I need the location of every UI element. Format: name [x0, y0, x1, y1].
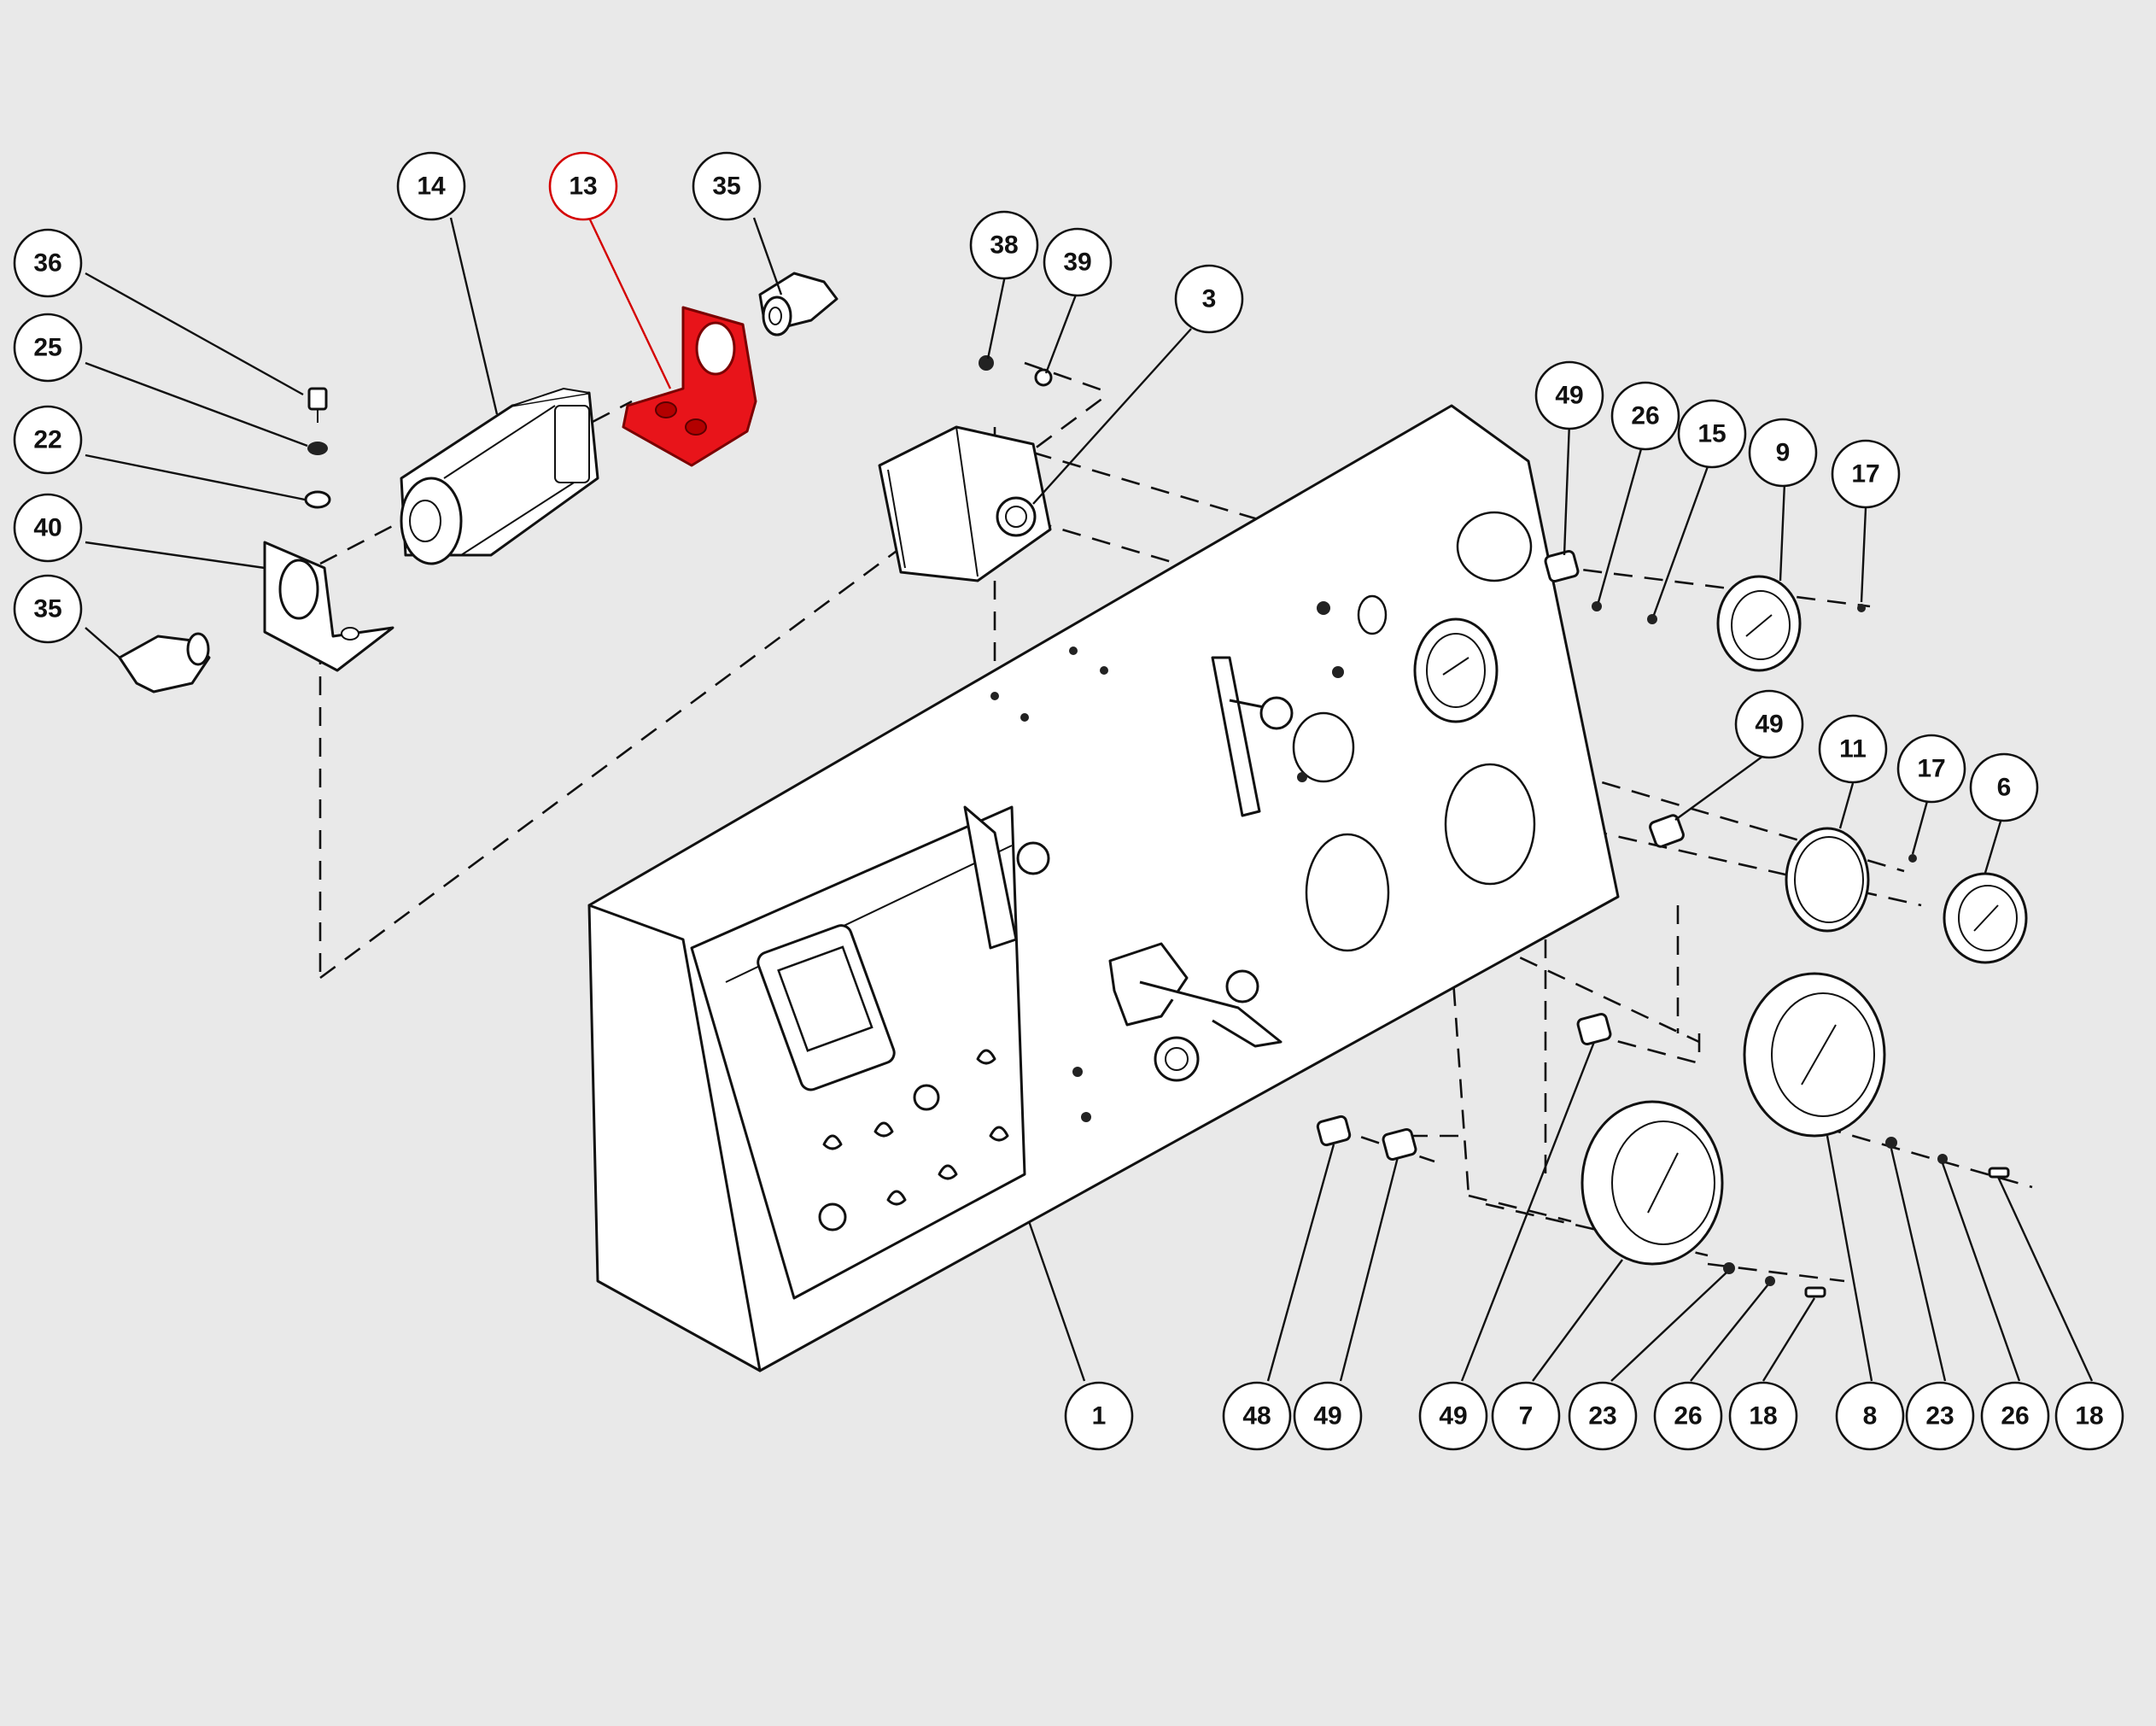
- screw-18-right: [1988, 1167, 2010, 1179]
- callouts: 36 25 22 40 35 14 13 35 38 39 3: [13, 151, 2124, 1451]
- bezel-ring-11: [1785, 827, 1870, 933]
- gauge-7: [1580, 1100, 1724, 1266]
- callout-label: 40: [33, 514, 61, 542]
- callout-40[interactable]: 40: [13, 493, 83, 563]
- callout-label: 7: [1519, 1402, 1534, 1431]
- callout-39[interactable]: 39: [1043, 227, 1113, 297]
- callout-label: 8: [1863, 1402, 1878, 1431]
- callout-26-a[interactable]: 26: [1610, 381, 1680, 451]
- callout-label: 26: [1631, 402, 1659, 430]
- callout-26-b[interactable]: 26: [1653, 1381, 1723, 1451]
- gauge-6: [1943, 872, 2028, 964]
- callout-label: 26: [2001, 1402, 2029, 1431]
- callout-38[interactable]: 38: [969, 210, 1039, 280]
- washer-26-left: [1765, 1276, 1775, 1286]
- gauge-8: [1743, 972, 1886, 1138]
- bracket-40: [263, 541, 394, 672]
- washer-22: [304, 490, 331, 509]
- washer-26-right: [1937, 1154, 1948, 1164]
- callout-label: 49: [1439, 1402, 1467, 1431]
- callout-label: 3: [1202, 285, 1217, 313]
- callout-label: 49: [1555, 382, 1583, 410]
- callout-49-b[interactable]: 49: [1734, 689, 1804, 759]
- screw-36: [307, 387, 328, 423]
- callout-23-a[interactable]: 23: [1568, 1381, 1638, 1451]
- callout-6[interactable]: 6: [1969, 752, 2039, 822]
- callout-label: 13: [569, 173, 597, 201]
- callout-label: 49: [1313, 1402, 1341, 1431]
- callout-label: 1: [1092, 1402, 1107, 1431]
- nut-23-right: [1885, 1137, 1897, 1149]
- lock-washer-25: [307, 442, 328, 455]
- callout-26-c[interactable]: 26: [1980, 1381, 2050, 1451]
- bracket-13: [622, 306, 757, 467]
- nut-26-top: [1592, 601, 1602, 611]
- callout-label: 48: [1242, 1402, 1271, 1431]
- screw-18-left: [1804, 1286, 1826, 1298]
- nut-23-left: [1723, 1262, 1735, 1274]
- leader-lines: [85, 217, 2094, 1382]
- callout-22[interactable]: 22: [13, 405, 83, 475]
- screw-38: [979, 355, 994, 371]
- control-panel-1: [587, 404, 1620, 1372]
- callout-18-a[interactable]: 18: [1728, 1381, 1798, 1451]
- callout-label: 17: [1917, 755, 1945, 783]
- adapter-49-bottom: [1382, 1127, 1417, 1161]
- switch-box-3: [878, 425, 1052, 582]
- callout-7[interactable]: 7: [1491, 1381, 1561, 1451]
- callout-label: 26: [1674, 1402, 1702, 1431]
- elbow-fitting-35-top: [758, 272, 838, 336]
- callout-label: 17: [1851, 460, 1879, 489]
- callout-label: 6: [1997, 774, 2012, 802]
- callout-23-b[interactable]: 23: [1905, 1381, 1975, 1451]
- callout-48[interactable]: 48: [1222, 1381, 1292, 1451]
- callout-label: 9: [1776, 439, 1791, 467]
- callout-label: 11: [1839, 735, 1867, 764]
- washer-39: [1034, 368, 1053, 387]
- callout-14[interactable]: 14: [396, 151, 466, 221]
- motor-14: [400, 387, 599, 565]
- adapter-49-mid: [1649, 814, 1685, 848]
- callout-label: 18: [1749, 1402, 1777, 1431]
- callout-17-a[interactable]: 17: [1831, 439, 1901, 509]
- callout-15[interactable]: 15: [1677, 399, 1747, 469]
- callout-9[interactable]: 9: [1748, 418, 1818, 488]
- callout-8[interactable]: 8: [1835, 1381, 1905, 1451]
- callout-36[interactable]: 36: [13, 228, 83, 298]
- fitting-48: [1316, 1115, 1352, 1147]
- callout-11[interactable]: 11: [1818, 714, 1888, 784]
- callout-35-top[interactable]: 35: [692, 151, 762, 221]
- callout-label: 36: [33, 249, 61, 278]
- callout-label: 15: [1697, 420, 1726, 448]
- callout-label: 22: [33, 426, 61, 454]
- callout-1[interactable]: 1: [1064, 1381, 1134, 1451]
- callout-label: 25: [33, 334, 61, 362]
- callout-label: 14: [417, 173, 446, 201]
- elbow-fitting-35-left: [118, 632, 211, 693]
- adapter-49-top: [1544, 549, 1580, 583]
- callout-3[interactable]: 3: [1174, 264, 1244, 334]
- screw-17-top: [1857, 604, 1866, 612]
- callout-49-d[interactable]: 49: [1418, 1381, 1488, 1451]
- callout-18-b[interactable]: 18: [2054, 1381, 2124, 1451]
- callout-label: 23: [1925, 1402, 1954, 1431]
- screw-17-mid: [1908, 854, 1917, 863]
- callout-label: 49: [1755, 711, 1783, 739]
- callout-label: 23: [1588, 1402, 1616, 1431]
- callout-label: 39: [1063, 249, 1091, 277]
- callout-49-c[interactable]: 49: [1293, 1381, 1363, 1451]
- callout-17-b[interactable]: 17: [1896, 734, 1966, 804]
- callout-label: 35: [33, 595, 61, 623]
- callout-35-left[interactable]: 35: [13, 574, 83, 644]
- callout-49-a[interactable]: 49: [1534, 360, 1604, 430]
- callout-25[interactable]: 25: [13, 313, 83, 383]
- callout-13[interactable]: 13: [548, 151, 618, 221]
- gauge-9: [1716, 575, 1802, 672]
- screw-15: [1647, 614, 1657, 624]
- callout-label: 38: [990, 231, 1018, 260]
- callout-label: 18: [2075, 1402, 2103, 1431]
- callout-label: 35: [712, 173, 740, 201]
- adapter-49-low: [1576, 1012, 1612, 1046]
